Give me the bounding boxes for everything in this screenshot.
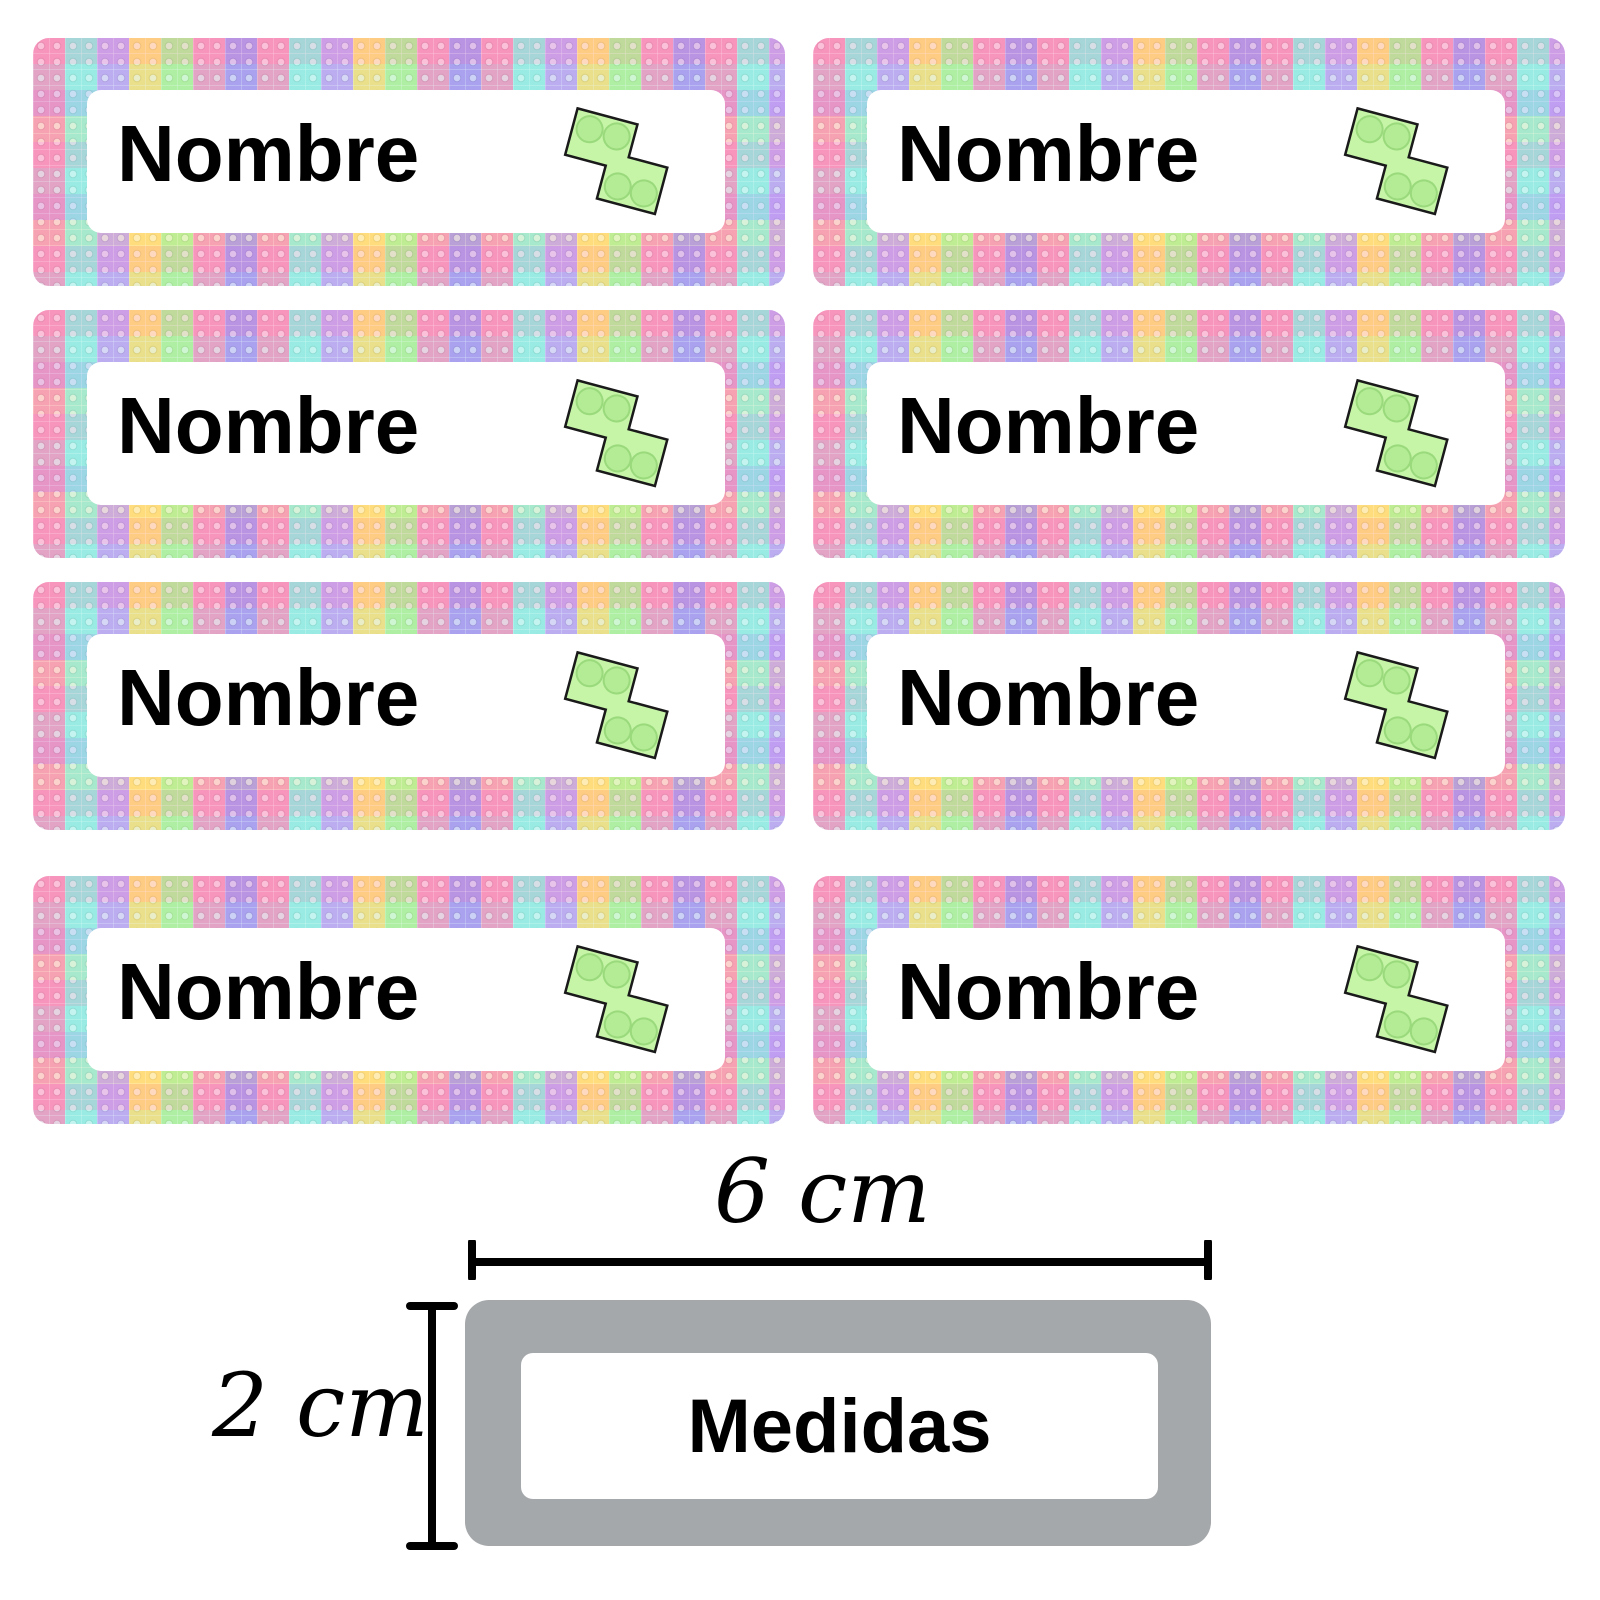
name-label-1: Nombre — [33, 38, 785, 286]
sample-label-frame: Medidas — [465, 1300, 1211, 1546]
width-dimension-line — [468, 1240, 1212, 1280]
label-text-area: Nombre — [87, 928, 725, 1071]
label-name-text: Nombre — [897, 653, 1200, 742]
label-text-area: Nombre — [867, 634, 1505, 777]
tetromino-s-piece-icon — [563, 106, 669, 216]
name-label-3: Nombre — [33, 310, 785, 558]
sample-label-text: Medidas — [687, 1383, 992, 1469]
label-name-text: Nombre — [117, 653, 420, 742]
name-label-8: Nombre — [813, 876, 1565, 1124]
label-text-area: Nombre — [87, 362, 725, 505]
sample-label-inner: Medidas — [521, 1353, 1158, 1499]
name-label-7: Nombre — [33, 876, 785, 1124]
name-label-6: Nombre — [813, 582, 1565, 830]
label-text-area: Nombre — [87, 90, 725, 233]
label-name-text: Nombre — [897, 381, 1200, 470]
tetromino-s-piece-icon — [1343, 106, 1449, 216]
tetromino-s-piece-icon — [1343, 944, 1449, 1054]
height-dimension-line — [406, 1302, 458, 1550]
tetromino-s-piece-icon — [563, 378, 669, 488]
label-name-text: Nombre — [897, 109, 1200, 198]
label-name-text: Nombre — [117, 947, 420, 1036]
label-name-text: Nombre — [117, 381, 420, 470]
name-label-2: Nombre — [813, 38, 1565, 286]
label-text-area: Nombre — [87, 634, 725, 777]
name-label-4: Nombre — [813, 310, 1565, 558]
label-text-area: Nombre — [867, 928, 1505, 1071]
height-dimension-label: 2 cm — [212, 1354, 429, 1457]
name-label-5: Nombre — [33, 582, 785, 830]
tetromino-s-piece-icon — [563, 650, 669, 760]
label-name-text: Nombre — [117, 109, 420, 198]
label-name-text: Nombre — [897, 947, 1200, 1036]
label-text-area: Nombre — [867, 90, 1505, 233]
tetromino-s-piece-icon — [1343, 650, 1449, 760]
tetromino-s-piece-icon — [1343, 378, 1449, 488]
label-text-area: Nombre — [867, 362, 1505, 505]
tetromino-s-piece-icon — [563, 944, 669, 1054]
width-dimension-label: 6 cm — [714, 1140, 931, 1243]
